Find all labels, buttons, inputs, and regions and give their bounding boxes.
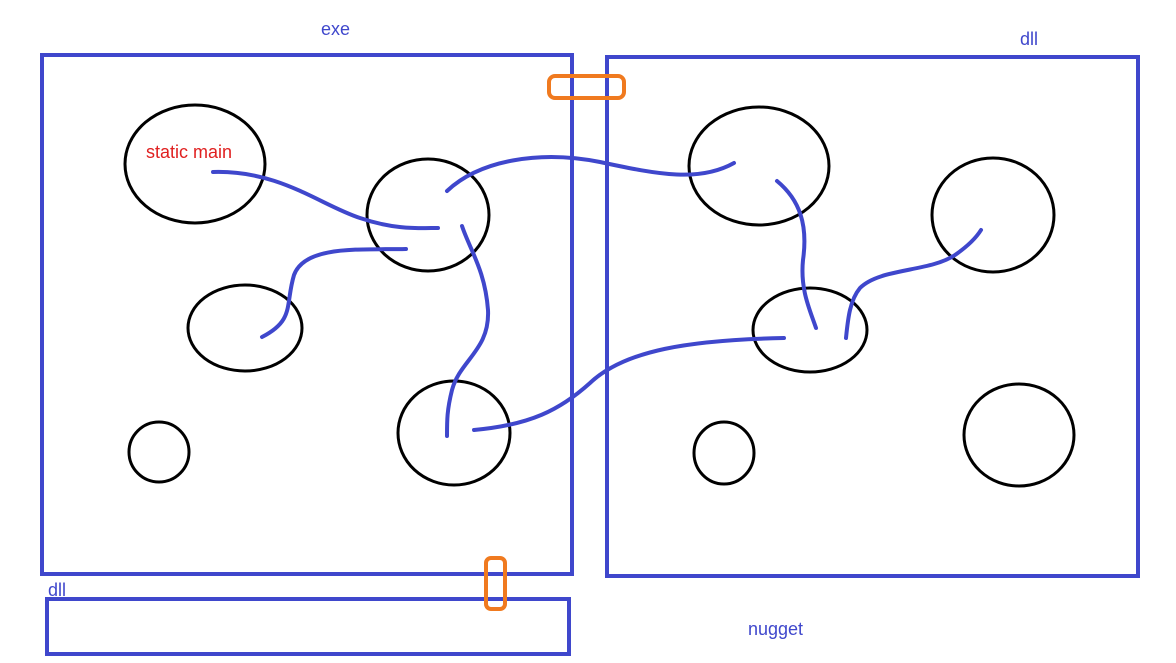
exe-node-center	[365, 157, 491, 273]
dll-box-bottom	[45, 597, 571, 656]
dll-box-right	[605, 55, 1140, 578]
exe-box	[40, 53, 574, 576]
dll-node-top-right	[930, 156, 1056, 274]
exe-dll-bottom-bridge	[484, 556, 507, 611]
dll-node-top-left	[687, 105, 831, 227]
static-main-label: static main	[146, 142, 232, 162]
wire-center-to-dll	[445, 155, 736, 193]
exe-dll-bridge	[547, 74, 626, 100]
dll-node-small	[692, 420, 756, 486]
exe-label: exe	[321, 19, 350, 39]
wire-lower-to-dll-center	[472, 336, 786, 432]
dll-label-bottom: dll	[48, 580, 66, 600]
wire-center-to-lower	[445, 224, 491, 438]
exe-node-left	[186, 283, 304, 373]
exe-node-lower	[396, 379, 512, 487]
wire-dll-center-to-right	[844, 228, 983, 340]
dll-label-top: dll	[1020, 29, 1038, 49]
static-main-node	[123, 103, 267, 225]
wire-dll-top-to-center	[775, 179, 818, 330]
wire-main-to-center	[211, 169, 440, 231]
exe-node-small	[127, 420, 191, 484]
dll-node-center	[751, 286, 869, 374]
dll-node-lower-right	[962, 382, 1076, 488]
wire-center-to-left	[260, 247, 408, 339]
nugget-label: nugget	[748, 619, 803, 639]
